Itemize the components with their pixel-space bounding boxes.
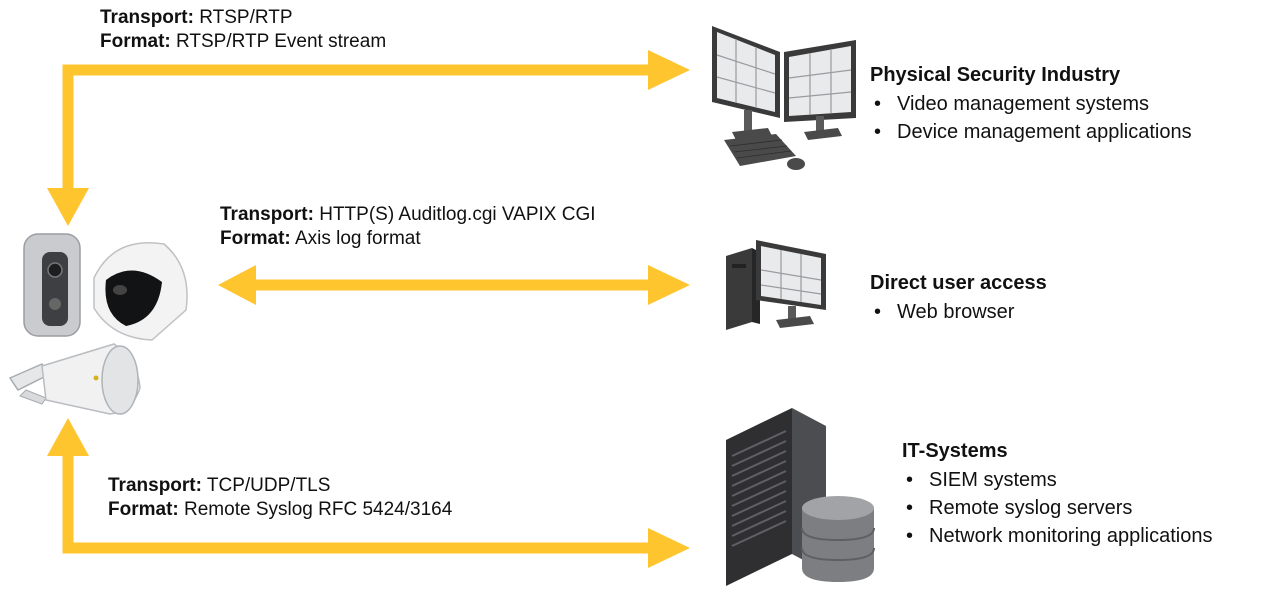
format-key: Format: xyxy=(100,31,171,52)
connection-rtsp-label: Transport: RTSP/RTP Format: RTSP/RTP Eve… xyxy=(100,6,386,54)
format-value: Remote Syslog RFC 5424/3164 xyxy=(184,499,453,520)
desktop-computer-icon xyxy=(726,240,826,330)
target-title: Direct user access xyxy=(870,272,1047,294)
arrowhead-syslog-right xyxy=(648,528,690,568)
list-item: SIEM systems xyxy=(902,466,1212,494)
dual-monitor-workstation-icon xyxy=(712,26,856,170)
arrowhead-syslog-up xyxy=(47,418,89,456)
arrow-rtsp xyxy=(62,64,652,192)
format-value: RTSP/RTP Event stream xyxy=(176,31,387,52)
list-item: Web browser xyxy=(870,298,1047,326)
target-title: Physical Security Industry xyxy=(870,64,1121,86)
list-item: Video management systems xyxy=(870,90,1192,118)
server-database-icon xyxy=(726,408,875,586)
format-key: Format: xyxy=(220,228,291,249)
axis-devices-icon xyxy=(8,233,188,415)
format-value: Axis log format xyxy=(294,228,421,249)
transport-value: HTTP(S) Auditlog.cgi VAPIX CGI xyxy=(319,204,596,225)
arrowhead-rtsp-down xyxy=(47,188,89,226)
list-item: Device management applications xyxy=(870,118,1192,146)
format-key: Format: xyxy=(108,499,179,520)
arrowhead-rtsp-right xyxy=(648,50,690,90)
transport-key: Transport: xyxy=(108,475,202,496)
target-it-systems: IT-Systems SIEM systems Remote syslog se… xyxy=(902,438,1212,550)
target-physical-security: Physical Security Industry Video managem… xyxy=(870,62,1192,146)
transport-key: Transport: xyxy=(100,7,194,28)
arrowhead-http-left xyxy=(218,265,256,305)
list-item: Network monitoring applications xyxy=(902,522,1212,550)
connection-http-label: Transport: HTTP(S) Auditlog.cgi VAPIX CG… xyxy=(220,203,596,251)
transport-value: TCP/UDP/TLS xyxy=(206,475,331,496)
arrow-syslog xyxy=(62,452,652,554)
list-item: Remote syslog servers xyxy=(902,494,1212,522)
arrowhead-http-right xyxy=(648,265,690,305)
target-title: IT-Systems xyxy=(902,440,1008,462)
connection-syslog-label: Transport: TCP/UDP/TLS Format: Remote Sy… xyxy=(108,474,452,522)
transport-value: RTSP/RTP xyxy=(199,7,293,28)
target-direct-user-access: Direct user access Web browser xyxy=(870,270,1047,326)
transport-key: Transport: xyxy=(220,204,314,225)
